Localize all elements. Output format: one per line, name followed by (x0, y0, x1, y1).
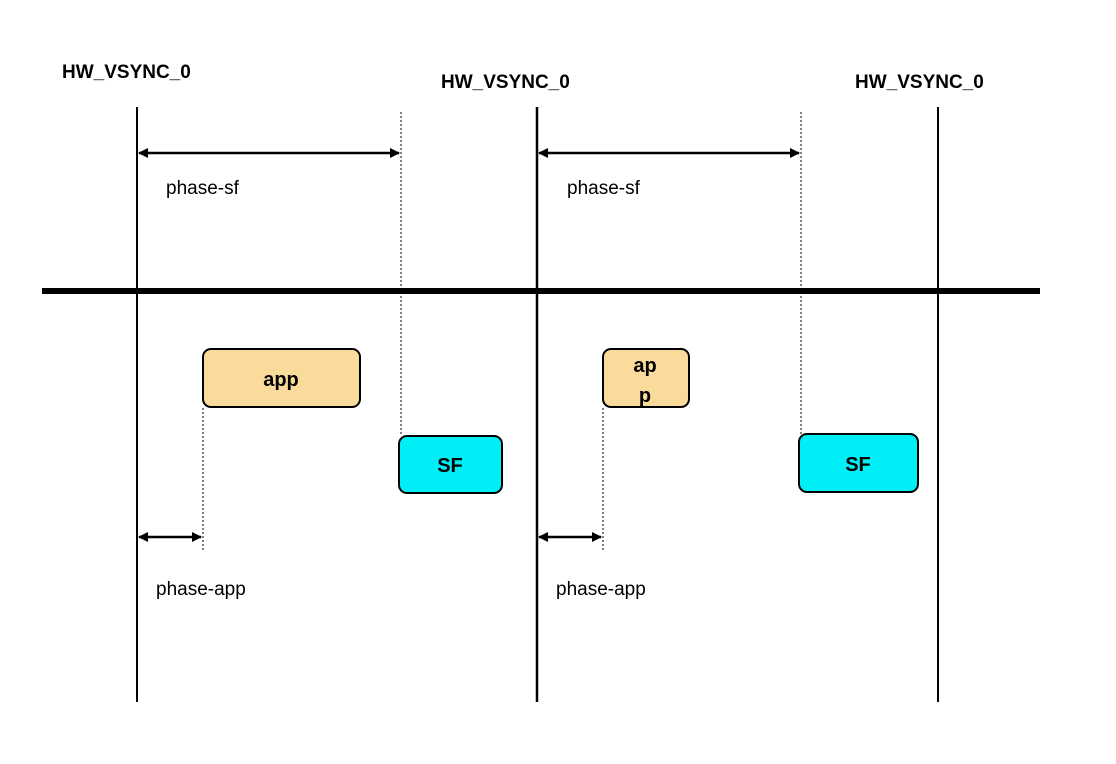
vsync-label-2: HW_VSYNC_0 (441, 72, 570, 93)
phase-sf-label-1: phase-sf (166, 178, 240, 199)
vsync-label-1: HW_VSYNC_0 (62, 62, 191, 83)
phase-app-label-2: phase-app (556, 579, 646, 600)
vsync-label-3: HW_VSYNC_0 (855, 72, 984, 93)
app-box-1-label: app (263, 369, 299, 391)
sf-box-1-label: SF (437, 455, 463, 477)
app-box-2-label-line-2: p (639, 385, 651, 407)
sf-box-2: SF (798, 433, 919, 493)
sf-box-2-shape (798, 433, 919, 493)
sf-box-1-shape (398, 435, 503, 494)
app-box-2-shape (602, 348, 690, 408)
sf-box-1: SF (398, 435, 503, 494)
app-box-2: ap p (602, 348, 690, 408)
app-box-1: app (202, 348, 361, 408)
sf-box-2-label: SF (845, 454, 871, 476)
app-box-1-shape (202, 348, 361, 408)
phase-app-label-1: phase-app (156, 579, 246, 600)
phase-sf-label-2: phase-sf (567, 178, 641, 199)
app-box-2-label-line-1: ap (633, 355, 656, 377)
